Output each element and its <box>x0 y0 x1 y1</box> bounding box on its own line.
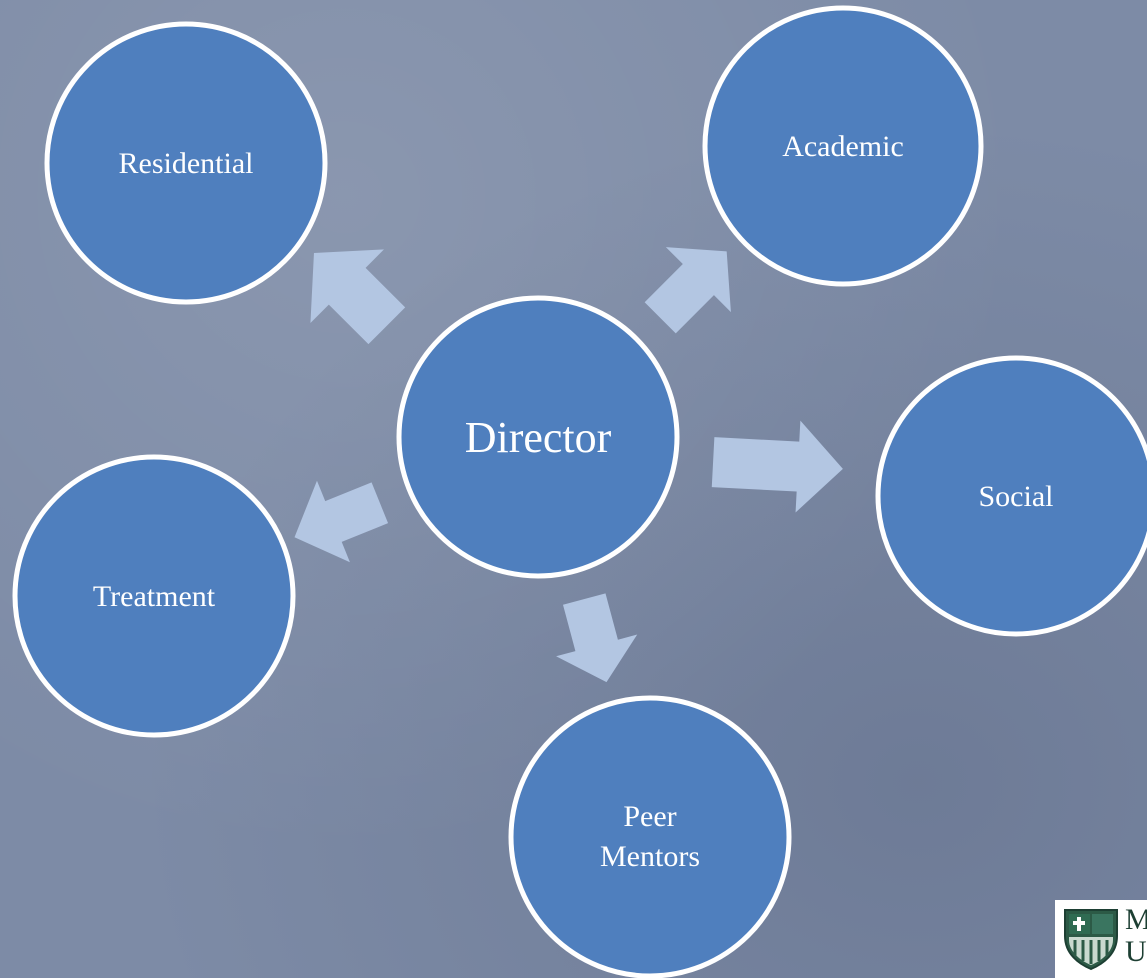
treatment-node: Treatment <box>12 454 296 738</box>
residential-label: Residential <box>119 147 254 180</box>
arrow-to-academic <box>644 247 731 334</box>
shield-icon <box>1064 909 1118 971</box>
peer-mentors-node: Peer Mentors <box>508 695 792 978</box>
director-label: Director <box>465 413 612 462</box>
social-node: Social <box>875 355 1147 637</box>
peer-mentors-label: Peer <box>623 800 676 833</box>
academic-label: Academic <box>782 130 904 163</box>
logo-text-line1: M <box>1125 903 1147 936</box>
logo-text: M U <box>1125 904 1147 968</box>
residential-node: Residential <box>44 21 328 305</box>
academic-node: Academic <box>702 5 984 287</box>
logo-text-line2: U <box>1125 935 1147 968</box>
arrow-to-social <box>711 420 843 513</box>
arrow-to-peer-mentors <box>556 593 638 683</box>
director-node: Director <box>396 295 680 579</box>
peer-mentors-label-line2: Mentors <box>600 840 700 873</box>
university-logo: M U <box>1055 900 1147 978</box>
social-label: Social <box>979 480 1054 513</box>
arrow-to-residential <box>310 249 406 345</box>
arrow-to-treatment <box>294 480 389 563</box>
treatment-label: Treatment <box>93 580 216 613</box>
